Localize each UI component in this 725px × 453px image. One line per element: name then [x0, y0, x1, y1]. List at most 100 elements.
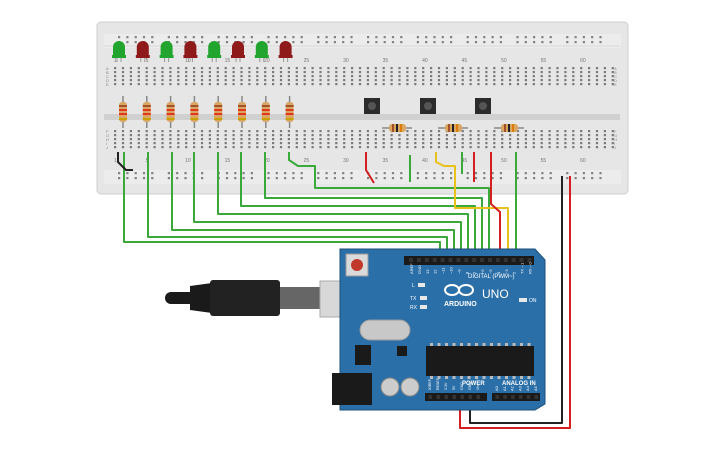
- led-row: [112, 41, 293, 62]
- digital-pin-label: 12: [433, 269, 438, 274]
- row-letter: I: [106, 141, 107, 146]
- capacitor: [380, 377, 400, 397]
- led-red: [231, 41, 245, 62]
- column-number: 50: [501, 58, 507, 64]
- column-number: 20: [264, 58, 270, 64]
- row-letter: D: [614, 78, 617, 83]
- power-jack: [332, 373, 372, 405]
- pushbutton[interactable]: [420, 98, 436, 114]
- column-number: 55: [541, 58, 547, 64]
- wire-yellow: [435, 152, 509, 262]
- digital-pin-label: 7: [472, 271, 477, 274]
- digital-pin-label: ~9: [456, 269, 461, 274]
- led-tx-label: TX: [410, 296, 417, 302]
- column-number: 1: [114, 58, 117, 64]
- digital-pin-label: ~3: [504, 269, 509, 274]
- row-letter: J: [106, 145, 108, 150]
- chip-pins: [430, 343, 531, 379]
- column-number: 40: [422, 158, 428, 164]
- row-letter: E: [614, 82, 617, 87]
- arduino-brand: ARDUINO: [444, 301, 477, 308]
- row-letter: C: [106, 74, 109, 79]
- power-pin-label: Vin: [476, 385, 480, 390]
- small-chip: [397, 346, 407, 356]
- column-number: 50: [501, 158, 507, 164]
- resistor: [382, 124, 412, 132]
- pushbutton[interactable]: [364, 98, 380, 114]
- breadboard-holes: [114, 36, 614, 180]
- wire-green: [193, 152, 462, 262]
- wire-green: [240, 152, 476, 262]
- power-pin-label: IOREF: [428, 378, 432, 390]
- column-number: 20: [264, 158, 270, 164]
- power-pin-label: 3.3V: [444, 382, 448, 390]
- digital-pin-label: 4: [496, 271, 501, 274]
- on-label: ON: [529, 298, 537, 304]
- power-pin-label: GND: [468, 382, 472, 390]
- row-letter: D: [106, 78, 109, 83]
- wire-green: [288, 152, 490, 262]
- column-number: 35: [383, 158, 389, 164]
- digital-pin-label: 13: [425, 269, 430, 274]
- power-pin-label: RESET: [436, 377, 440, 390]
- row-letter: E: [106, 82, 109, 87]
- led-tx: [420, 296, 427, 300]
- led-rx-label: RX: [410, 305, 418, 311]
- column-number: 35: [383, 58, 389, 64]
- resistor: [438, 124, 468, 132]
- digital-pin-label: ~5: [488, 269, 493, 274]
- column-number: 15: [225, 58, 231, 64]
- button-resistors: [382, 124, 524, 132]
- wires: [117, 152, 571, 429]
- digital-pin-label: TX→1: [520, 262, 525, 274]
- column-number: 1: [114, 158, 117, 164]
- led-green: [207, 41, 222, 62]
- power-label: POWER: [462, 381, 485, 387]
- led-green: [112, 41, 126, 62]
- digital-pin-label: ~10: [449, 266, 454, 274]
- row-letter: H: [106, 137, 109, 142]
- crystal: [359, 319, 411, 341]
- column-number: 45: [462, 158, 468, 164]
- wire-red: [459, 176, 571, 429]
- column-number: 30: [343, 158, 349, 164]
- column-number: 25: [304, 58, 310, 64]
- row-letter: J: [614, 145, 616, 150]
- column-number: 40: [422, 58, 428, 64]
- usb-cable: [165, 280, 369, 318]
- wire-red: [490, 152, 501, 262]
- pushbutton[interactable]: [475, 98, 491, 114]
- row-letter: C: [614, 74, 617, 79]
- resistor: [119, 96, 127, 128]
- led-green: [159, 41, 174, 62]
- led-on: [519, 298, 527, 302]
- digital-pin-label: 8: [464, 271, 469, 274]
- led-green: [254, 41, 269, 62]
- row-letter: B: [106, 70, 109, 75]
- pushbuttons: [364, 98, 491, 114]
- wire-green: [217, 152, 469, 262]
- resistor: [166, 96, 175, 128]
- resistor: [238, 96, 246, 128]
- wire-green: [171, 152, 455, 262]
- wire-red: [365, 152, 375, 184]
- row-letter: B: [614, 70, 617, 75]
- column-number: 60: [580, 58, 586, 64]
- digital-pin-label: 2: [512, 271, 517, 274]
- resistor: [261, 96, 270, 128]
- resistor: [214, 96, 223, 128]
- led-l: [418, 283, 425, 287]
- reset-button[interactable]: [351, 259, 363, 271]
- arduino-logo: [444, 284, 474, 296]
- digital-pin-label: GND: [417, 265, 422, 274]
- row-letter: A: [106, 66, 109, 71]
- column-number: 10: [185, 158, 191, 164]
- row-letter: G: [614, 133, 617, 138]
- column-number: 60: [580, 158, 586, 164]
- digital-pin-label: RX←0: [528, 261, 533, 274]
